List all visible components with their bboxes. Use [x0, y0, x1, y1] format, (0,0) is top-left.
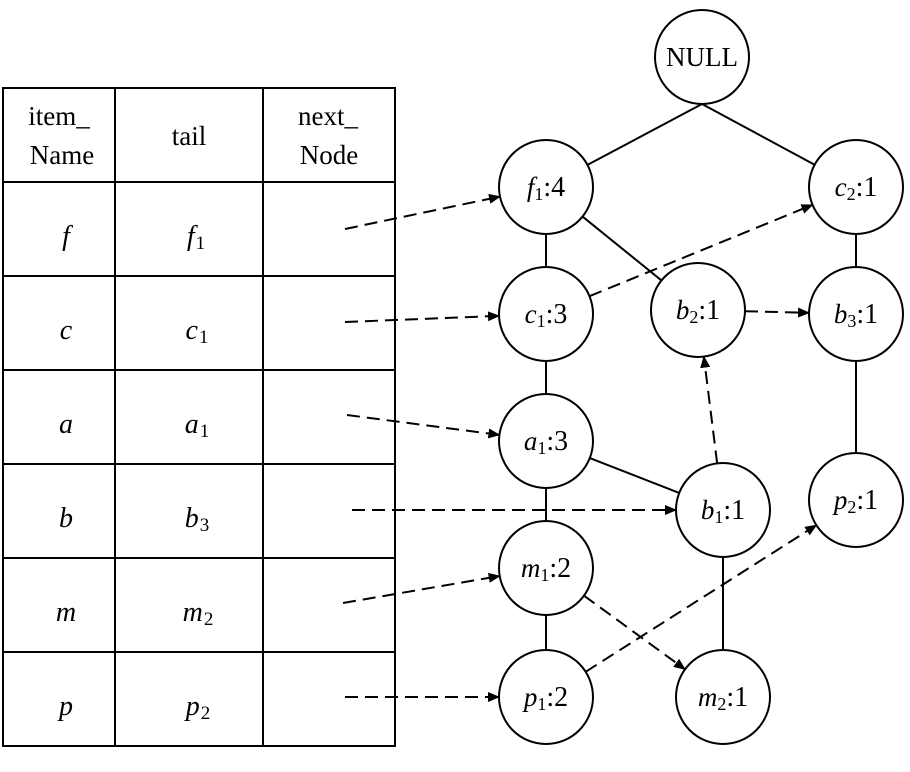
- node-label: b3:1: [834, 299, 878, 331]
- tail-cell: a1: [185, 409, 210, 442]
- item-name-cell: p: [57, 691, 73, 722]
- node-label: p1:2: [522, 682, 568, 714]
- node-circle: [498, 266, 594, 362]
- tree-node-f1: f1:4: [498, 139, 594, 235]
- table-row: f f1: [62, 221, 205, 254]
- tree-node-p1: p1:2: [498, 649, 594, 745]
- header-link-a: [346, 414, 501, 439]
- tree-edge-f1-b2: [581, 215, 663, 282]
- tree-node-c2: c2:1: [808, 139, 904, 235]
- tree-node-b2: b2:1: [650, 262, 746, 358]
- table-border: [2, 87, 396, 747]
- node-circle: [808, 266, 904, 362]
- tree-edge-a1-b1: [589, 457, 680, 494]
- node-label: b2:1: [676, 295, 720, 327]
- node-circle: [675, 462, 771, 558]
- table-row: p p2: [57, 691, 210, 724]
- header-item-name-line1: item_: [28, 101, 90, 131]
- node-circle: [654, 9, 750, 105]
- tree-node-a1: a1:3: [498, 393, 594, 489]
- node-link-b2-b3: [744, 307, 811, 318]
- node-label: b1:1: [701, 495, 745, 527]
- tree-node-m2: m2:1: [675, 649, 771, 745]
- node-circle: [808, 139, 904, 235]
- tree-node-b3: b3:1: [808, 266, 904, 362]
- node-circle: [498, 649, 594, 745]
- item-name-cell: b: [59, 503, 73, 534]
- node-link-m1-m2: [583, 594, 686, 671]
- node-label: p2:1: [832, 485, 878, 517]
- tree-edge-null-c2: [701, 103, 816, 166]
- node-label: c1:3: [525, 299, 568, 331]
- tree-node-p2: p2:1: [808, 452, 904, 548]
- item-name-cell: c: [60, 315, 73, 346]
- item-name-cell: f: [62, 221, 73, 252]
- node-link-b1-b2: [700, 355, 719, 464]
- item-header-table: item_ Name tail next_ Node f f1 c c1 a a…: [2, 87, 396, 747]
- header-item-name-line2: Name: [30, 140, 94, 170]
- item-name-cell: m: [56, 597, 76, 628]
- item-name-cell: a: [59, 409, 73, 440]
- node-link-c1-c2: [589, 203, 814, 298]
- node-link-p1-p2: [585, 524, 818, 673]
- tree-node-b1: b1:1: [675, 462, 771, 558]
- node-circle: [498, 139, 594, 235]
- node-label: m1:2: [521, 553, 571, 585]
- header-next-node-line1: next_: [298, 101, 358, 131]
- tree-node-root: NULL: [654, 9, 750, 105]
- node-circle: [650, 262, 746, 358]
- header-link-c: [344, 311, 501, 323]
- tail-cell: p2: [184, 691, 211, 724]
- node-label: m2:1: [698, 682, 748, 714]
- node-label: c2:1: [835, 172, 878, 204]
- node-circle: [498, 520, 594, 616]
- tail-cell: c1: [186, 315, 209, 348]
- header-link-m: [342, 572, 501, 604]
- table-row: m m2: [56, 597, 213, 630]
- node-circle: [675, 649, 771, 745]
- node-label: f1:4: [527, 172, 565, 204]
- header-next-node-line2: Node: [300, 140, 358, 170]
- tree-edges: [545, 103, 857, 650]
- table-row: c c1: [60, 315, 209, 348]
- header-link-f: [344, 193, 501, 230]
- tree-edge-null-f1: [587, 103, 703, 166]
- tail-cell: m2: [183, 597, 214, 630]
- table-row: b b3: [59, 503, 209, 536]
- header-tail: tail: [172, 121, 207, 151]
- tree-nodes: NULL f1:4 c1:3 a1:3 m1:2 p1:2 b2:1 b1:1 m2:1 c2:1…: [498, 9, 904, 745]
- tree-node-m1: m1:2: [498, 520, 594, 616]
- node-circle: [498, 393, 594, 489]
- node-links: [342, 193, 818, 702]
- tail-cell: b3: [185, 503, 210, 536]
- node-circle: [808, 452, 904, 548]
- table-row: a a1: [59, 409, 209, 442]
- node-label: a1:3: [524, 426, 568, 458]
- tree-node-c1: c1:3: [498, 266, 594, 362]
- tail-cell: f1: [187, 221, 205, 254]
- node-label: NULL: [666, 42, 738, 72]
